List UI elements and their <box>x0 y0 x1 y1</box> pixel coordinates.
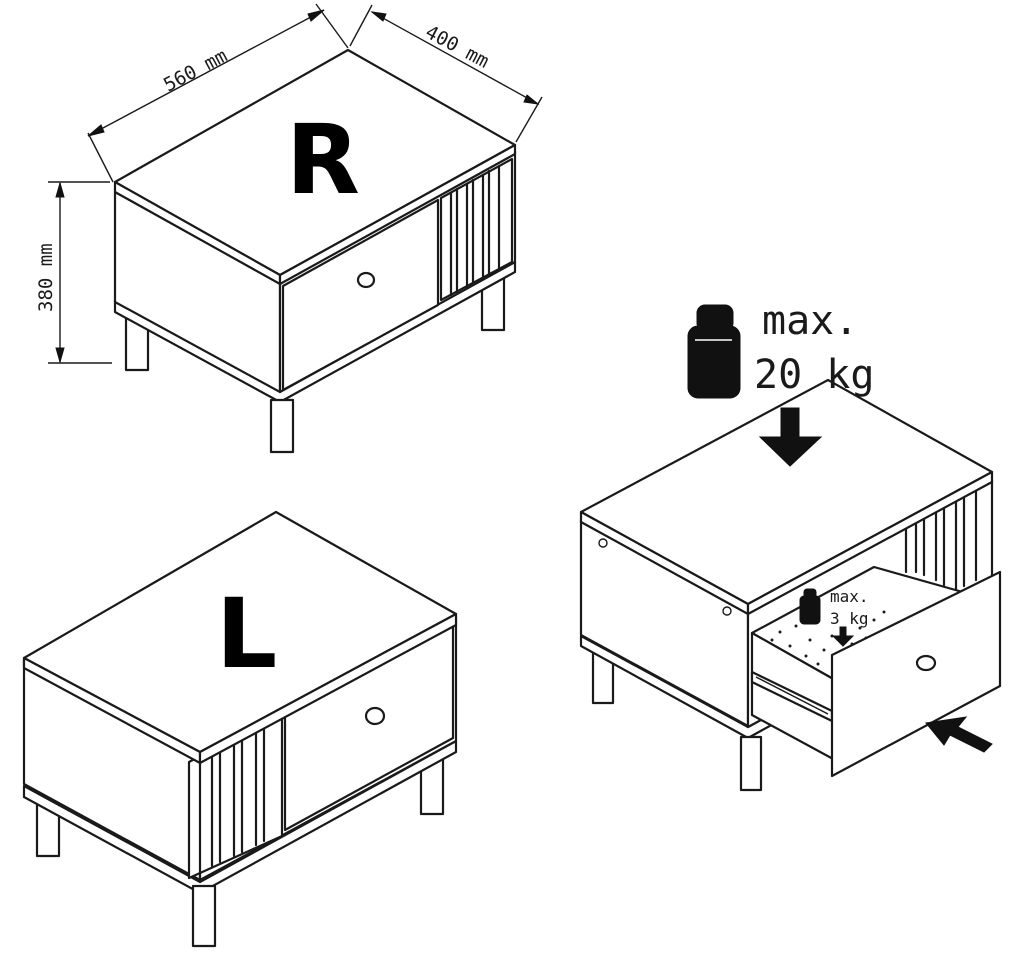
drawer-load-max-label: max. <box>830 587 869 606</box>
top-load-max-label: max. <box>762 298 858 344</box>
depth-label: 400 mm <box>422 21 493 73</box>
dimension-height: 380 mm <box>35 181 112 364</box>
variant-l-nightstand: L <box>22 510 458 948</box>
leg-front <box>191 884 217 948</box>
variant-label-l: L <box>216 578 277 690</box>
base-plinth <box>22 739 458 895</box>
leg-front-right <box>269 398 295 454</box>
load-limits-nightstand: max. 20 kg max. 3 kg <box>579 298 1002 792</box>
down-arrow-icon-small <box>831 626 855 647</box>
drawer-load-value: 3 kg <box>830 609 869 628</box>
width-label: 560 mm <box>160 45 231 97</box>
screw-hole <box>722 606 732 616</box>
slatted-panel <box>904 487 978 592</box>
open-drawer <box>750 565 1002 778</box>
screw-hole <box>598 538 608 548</box>
height-label: 380 mm <box>35 243 57 312</box>
drawer-knob <box>915 654 937 672</box>
weight-icon-small <box>799 588 821 625</box>
leg-front <box>739 735 763 792</box>
top-load-value: 20 kg <box>754 352 874 398</box>
push-arrow-icon <box>925 716 993 753</box>
drawer-knob <box>364 706 386 726</box>
down-arrow-icon <box>758 407 823 467</box>
drawer-front <box>830 570 1002 778</box>
variant-r-nightstand: R 560 mm 400 mm 380 mm <box>35 3 543 454</box>
drawer-knob <box>356 271 376 289</box>
slatted-panel <box>439 157 514 302</box>
variant-label-r: R <box>286 104 360 216</box>
weight-icon-large <box>687 304 741 399</box>
drawer-front <box>281 198 440 392</box>
